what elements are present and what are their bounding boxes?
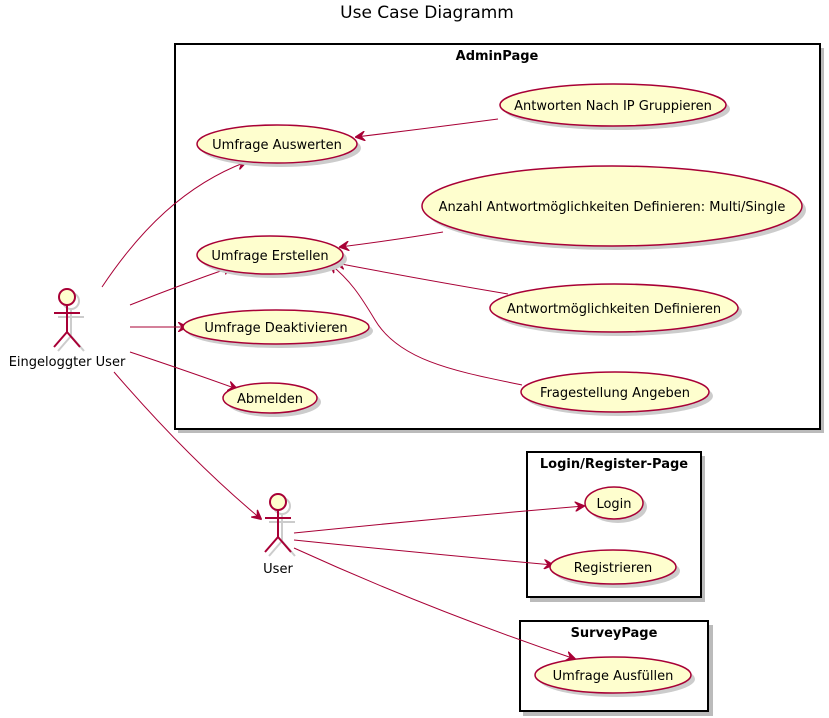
edge-actor-auswerten — [101, 162, 246, 288]
edge-user-ausfuellen — [293, 547, 575, 659]
actor-eingeloggter-user-icon — [53, 288, 85, 352]
usecase-registrieren-label: Registrieren — [574, 561, 652, 576]
usecase-fragestellung-angeben: Fragestellung Angeben — [520, 371, 713, 416]
actor-user-label: User — [263, 562, 293, 577]
usecase-antwortmoeglichkeiten-definieren-label: Antwortmöglichkeiten Definieren — [507, 302, 721, 317]
edge-antwort-erstellen — [336, 263, 509, 295]
actor-eingeloggter-user-label: Eingeloggter User — [9, 355, 126, 370]
actor-eingeloggter-user: Eingeloggter User — [9, 288, 126, 370]
usecase-abmelden-label: Abmelden — [237, 392, 303, 407]
usecase-umfrage-deaktivieren-label: Umfrage Deaktivieren — [204, 321, 347, 336]
usecase-anzahl-antwortmoeglichkeiten: Anzahl Antwortmöglichkeiten Definieren: … — [421, 165, 806, 250]
usecase-umfrage-auswerten: Umfrage Auswerten — [196, 124, 361, 167]
actor-user-icon — [264, 493, 296, 557]
package-adminpage-label: AdminPage — [456, 49, 539, 64]
edge-anzahl-erstellen — [340, 231, 444, 247]
package-login-register-label: Login/Register-Page — [540, 457, 688, 472]
package-surveypage-label: SurveyPage — [571, 626, 658, 641]
usecase-antworten-gruppieren: Antworten Nach IP Gruppieren — [499, 83, 730, 130]
usecase-umfrage-ausfuellen-label: Umfrage Ausfüllen — [553, 669, 674, 684]
edge-user-login — [293, 506, 584, 534]
edge-actor-user — [113, 371, 261, 519]
usecase-umfrage-erstellen-label: Umfrage Erstellen — [211, 249, 328, 264]
usecase-anzahl-antwortmoeglichkeiten-label: Anzahl Antwortmöglichkeiten Definieren: … — [439, 200, 786, 215]
usecase-fragestellung-angeben-label: Fragestellung Angeben — [540, 386, 690, 401]
edge-actor-abmelden — [129, 351, 237, 389]
edge-gruppieren-auswerten — [356, 118, 499, 137]
edges — [101, 118, 584, 659]
edge-fragestellung-erstellen — [330, 264, 523, 386]
usecase-antwortmoeglichkeiten-definieren: Antwortmöglichkeiten Definieren — [489, 283, 742, 336]
edge-user-registrieren — [293, 539, 553, 565]
usecase-login-label: Login — [596, 497, 631, 512]
actor-user: User — [263, 493, 296, 577]
usecase-login: Login — [584, 486, 647, 523]
usecase-umfrage-erstellen: Umfrage Erstellen — [196, 235, 347, 278]
usecase-umfrage-ausfuellen: Umfrage Ausfüllen — [534, 656, 695, 697]
diagram-title: Use Case Diagramm — [340, 3, 514, 23]
usecase-umfrage-auswerten-label: Umfrage Auswerten — [212, 138, 342, 153]
usecase-registrieren: Registrieren — [549, 549, 680, 588]
usecase-umfrage-deaktivieren: Umfrage Deaktivieren — [182, 309, 373, 348]
usecase-antworten-gruppieren-label: Antworten Nach IP Gruppieren — [514, 99, 712, 114]
usecase-abmelden: Abmelden — [222, 382, 321, 417]
